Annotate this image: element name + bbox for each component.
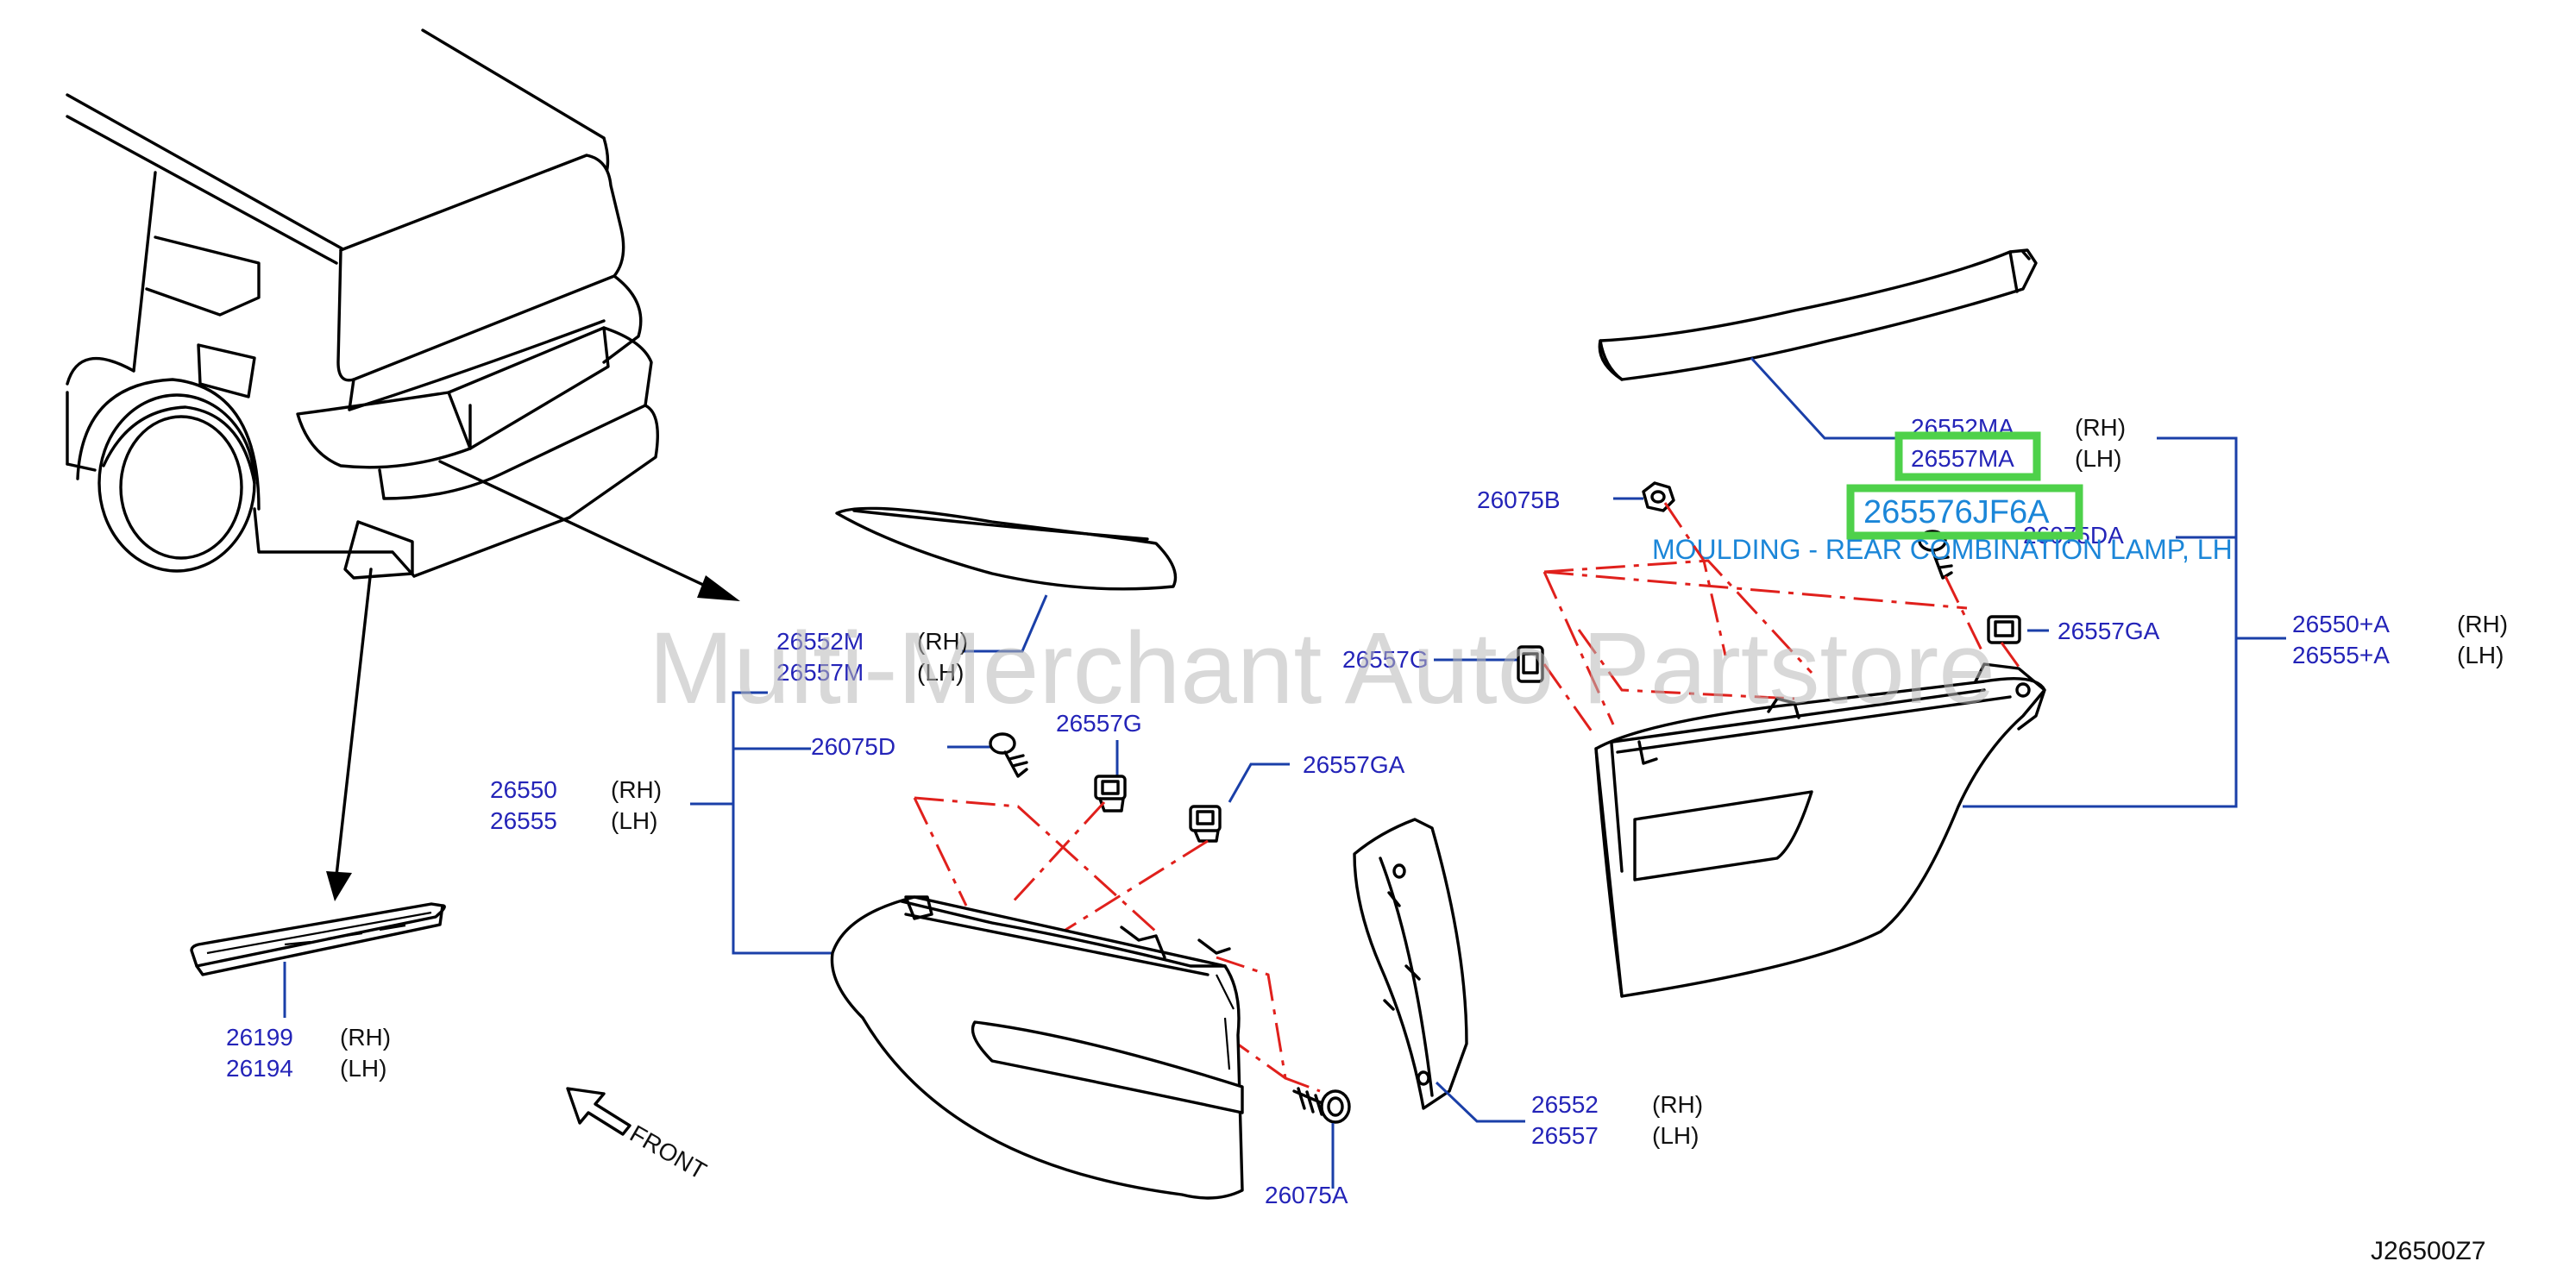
nut-26075B <box>1642 481 1675 512</box>
callout-arrows <box>326 460 740 901</box>
callout-26555A-number: 26555+A <box>2292 642 2390 668</box>
callout-26557M-side: (LH) <box>917 659 964 686</box>
front-direction-icon <box>566 1087 631 1136</box>
callout-26557GA-right-number: 26557GA <box>2058 618 2160 644</box>
callout-26075D-number: 26075D <box>811 733 895 760</box>
callout-26550-side: (RH) <box>611 776 662 803</box>
callout-26552-number: 26552 <box>1531 1091 1599 1118</box>
watermark-text: Multi-Merchant Auto Partstore <box>649 612 1995 725</box>
callout-26552M-side: (RH) <box>917 628 968 655</box>
garnish-26552-part <box>1353 818 1525 1123</box>
callout-26075B-number: 26075B <box>1477 486 1561 513</box>
callout-26199-number: 26199 <box>226 1024 293 1051</box>
callout-26557-side: (LH) <box>1652 1122 1699 1149</box>
callout-26550A-side: (RH) <box>2457 611 2508 637</box>
highlight-part-box <box>1846 484 2083 540</box>
callout-26557MA-side: (LH) <box>2075 445 2121 472</box>
callout-26555A-side: (LH) <box>2457 642 2504 668</box>
front-label: FRONT <box>625 1120 711 1184</box>
callout-26550-number: 26550 <box>490 776 557 803</box>
callout-26552-side: (RH) <box>1652 1091 1703 1118</box>
moulding-left-part <box>835 506 1178 653</box>
callout-26557GA-left-number: 26557GA <box>1303 751 1405 778</box>
clip-26557G-right <box>1517 645 1544 683</box>
screw-26075D <box>989 732 1028 778</box>
callout-26557MA-number: 26557MA <box>1911 445 2014 472</box>
screw-26075A <box>1292 1087 1351 1189</box>
clip-26557GA-left <box>1189 805 1222 843</box>
highlight-part-description: MOULDING - REAR COMBINATION LAMP, LH <box>1652 534 2233 565</box>
callout-26199-side: (RH) <box>340 1024 391 1051</box>
callout-26194-number: 26194 <box>226 1055 293 1082</box>
callout-26552MA-side: (RH) <box>2075 414 2126 441</box>
clip-26557GA-right <box>1987 615 2021 644</box>
rear-reflector-part <box>190 902 446 1018</box>
bracket-26550 <box>690 691 832 955</box>
moulding-right-part <box>1598 248 2038 440</box>
vehicle-rear-view <box>66 28 659 580</box>
arrow-head-down-icon <box>326 871 352 901</box>
callout-26557G-left-number: 26557G <box>1056 710 1142 737</box>
callout-26557MA-highlight <box>1894 431 2041 481</box>
callout-26194-side: (LH) <box>340 1055 386 1082</box>
drawing-code: J26500Z7 <box>2371 1237 2485 1265</box>
callout-26555-number: 26555 <box>490 807 557 834</box>
arrow-head-right-icon <box>697 575 740 601</box>
bracket-26550A <box>1963 436 2286 808</box>
callout-26555-side: (LH) <box>611 807 657 834</box>
callout-26075A-number: 26075A <box>1265 1182 1348 1208</box>
callout-26557-number: 26557 <box>1531 1122 1599 1149</box>
rear-combination-lamp-left-part <box>830 895 1244 1200</box>
callout-26550A-number: 26550+A <box>2292 611 2390 637</box>
callout-26552M-number: 26552M <box>776 628 864 655</box>
callout-26557M-number: 26557M <box>776 659 864 686</box>
rear-combination-lamp-right-part <box>1594 662 2046 998</box>
highlight-part-number: 265576JF6A <box>1863 494 2050 530</box>
callout-26557G-right-number: 26557G <box>1342 646 1429 673</box>
